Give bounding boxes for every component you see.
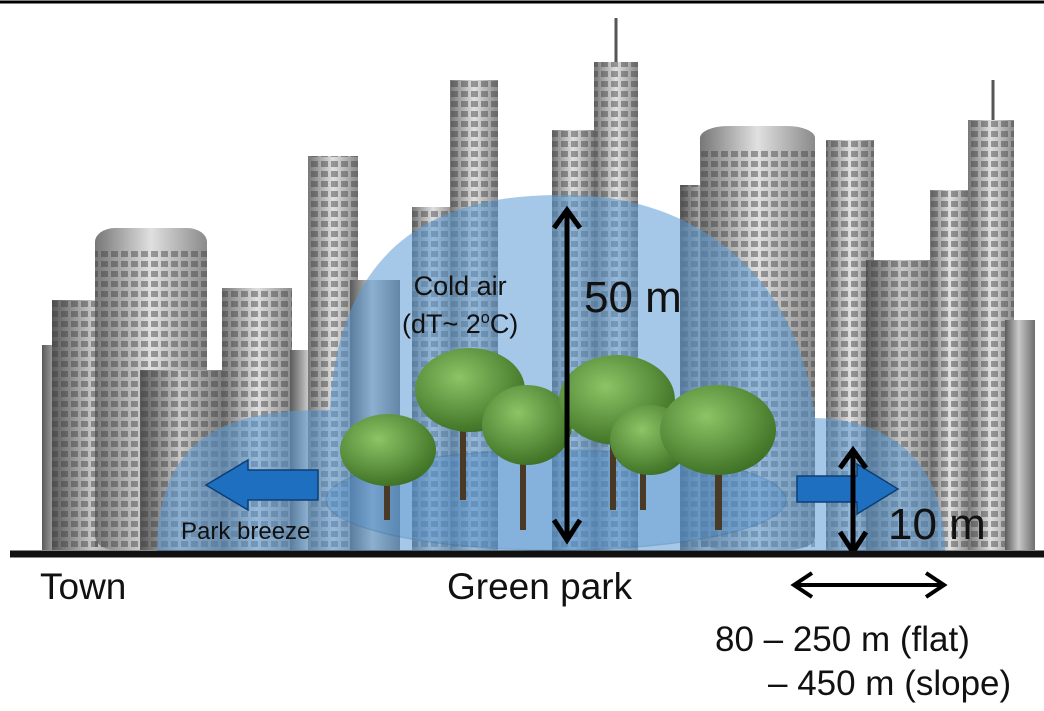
tree <box>340 414 436 520</box>
dome-height-label: 50 m <box>584 273 682 322</box>
distance-arrow <box>790 571 948 599</box>
park-breeze-left-arrow <box>204 458 319 512</box>
cold-air-line1: Cold air <box>413 271 507 301</box>
distance-flat-label: 80 – 250 m (flat) <box>715 620 970 659</box>
edge-height-label: 10 m <box>888 500 986 549</box>
cold-air-label: Cold air (dT~ 2oC) <box>402 268 518 344</box>
height-50m-arrow <box>551 205 583 545</box>
park-breeze-right-arrow <box>796 462 900 516</box>
park-breeze-label: Park breeze <box>181 518 311 545</box>
park-trees <box>340 348 776 530</box>
green-park-label: Green park <box>447 566 633 607</box>
distance-slope-label: – 450 m (slope) <box>768 664 1012 703</box>
town-label: Town <box>40 566 127 607</box>
tree <box>482 385 572 530</box>
tree <box>660 385 776 530</box>
cold-air-line2: (dT~ 2oC) <box>402 308 519 339</box>
